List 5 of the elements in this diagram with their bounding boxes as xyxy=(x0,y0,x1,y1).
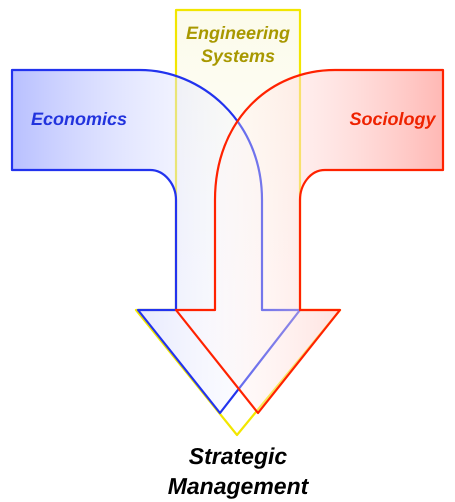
curved-arrow-shape xyxy=(174,68,445,416)
discipline-label: Engineering Systems xyxy=(184,22,291,68)
discipline-label: Economics xyxy=(30,108,128,131)
discipline-label: Sociology xyxy=(348,108,438,131)
outcome-label: Strategic Management xyxy=(166,442,310,501)
